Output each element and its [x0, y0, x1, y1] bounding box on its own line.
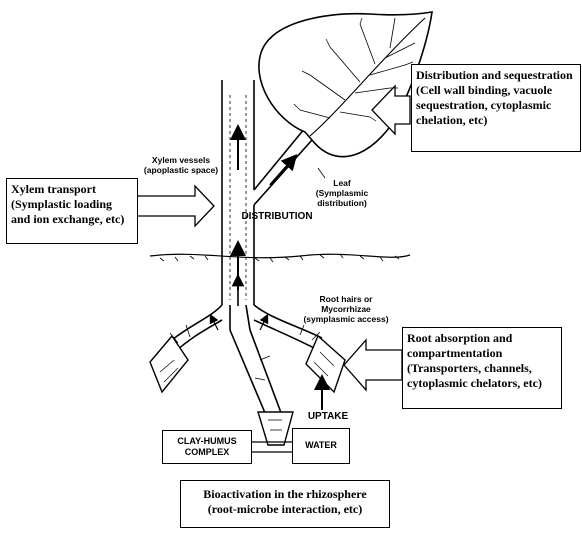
plant-stem [222, 80, 254, 305]
root-absorption-arrow [344, 340, 402, 390]
water-box: WATER [292, 428, 350, 464]
distribution-label: DISTRIBUTION [232, 212, 322, 222]
xylem-box-line-2: and ion exchange, etc) [11, 212, 133, 227]
distribution-box-line-2: sequestration, cytoplasmic [416, 98, 576, 113]
xylem-transport-box: Xylem transport (Symplastic loading and … [6, 178, 138, 244]
xylem-vessels-label: Xylem vessels (apoplastic space) [136, 155, 226, 175]
xylem-transport-arrow [137, 186, 214, 226]
distribution-box-line-3: chelation, etc) [416, 113, 576, 128]
clay-humus-complex-box: CLAY-HUMUS COMPLEX [162, 430, 252, 464]
leaf [259, 12, 432, 157]
xylem-box-title: Xylem transport [11, 182, 133, 197]
root-box-title: Root absorption and [407, 331, 557, 346]
leaf-label-pointer [318, 168, 325, 178]
root-hairs-label: Root hairs or Mycorrhizae (symplasmic ac… [296, 294, 396, 324]
soil-surface [150, 254, 410, 262]
uptake-label: UPTAKE [306, 412, 350, 422]
leaf-label: Leaf (Symplasmic distribution) [302, 178, 382, 208]
root-absorption-box: Root absorption and compartmentation (Tr… [402, 327, 562, 409]
root-box-line-1: compartmentation [407, 346, 557, 361]
distribution-sequestration-box: Distribution and sequestration (Cell wal… [411, 64, 581, 152]
bioactivation-box: Bioactivation in the rhizosphere (root-m… [180, 480, 390, 528]
distribution-box-line-1: (Cell wall binding, vacuole [416, 83, 576, 98]
root-box-line-3: cytoplasmic chelators, etc) [407, 376, 557, 391]
bioactivation-box-line-1: (root-microbe interaction, etc) [185, 502, 385, 517]
root-box-line-2: (Transporters, channels, [407, 361, 557, 376]
bioactivation-box-title: Bioactivation in the rhizosphere [185, 487, 385, 502]
xylem-box-line-1: (Symplastic loading [11, 197, 133, 212]
distribution-box-title: Distribution and sequestration [416, 68, 576, 83]
